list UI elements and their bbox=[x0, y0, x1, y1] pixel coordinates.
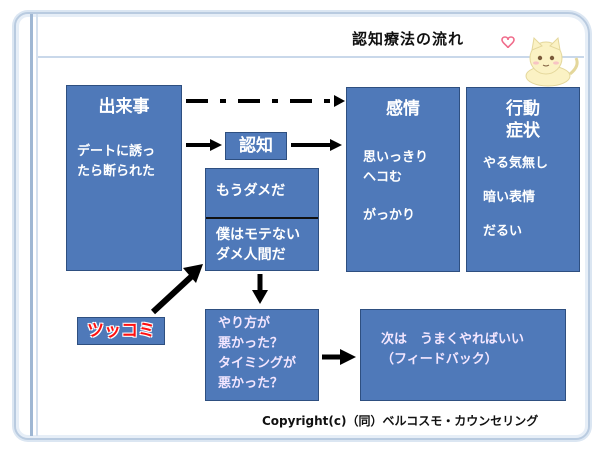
question-line-2: 悪かった？ bbox=[218, 336, 284, 351]
cognition-label: 認知 bbox=[239, 136, 273, 156]
cat-mascot-icon bbox=[501, 36, 579, 87]
heart-icon bbox=[501, 36, 515, 49]
sidebar-rule bbox=[30, 14, 33, 436]
header-rule bbox=[38, 56, 584, 58]
emotion-line-3: がっかり bbox=[363, 208, 416, 223]
feedback-line-1: 次は うまくやればいい bbox=[381, 332, 525, 347]
behavior-line-2: 暗い表情 bbox=[483, 190, 536, 205]
feedback-box: 次は うまくやればいい （フィードバック） bbox=[360, 309, 566, 401]
arrow-cognition-to-emotion-head bbox=[330, 139, 342, 151]
page-title: 認知療法の流れ bbox=[352, 30, 465, 48]
sidebar-rule-inner bbox=[36, 14, 38, 436]
behavior-line-1: やる気無し bbox=[483, 156, 549, 171]
arrow-question-to-feedback-head bbox=[340, 349, 356, 365]
event-line-1: デートに誘っ bbox=[77, 144, 156, 159]
copyright-text: Copyright(c)（同）ベルコスモ・カウンセリング bbox=[262, 414, 539, 428]
behavior-line-3: だるい bbox=[483, 224, 523, 239]
thought-divider bbox=[206, 217, 318, 219]
event-box: 出来事 デートに誘っ たら断られた bbox=[66, 85, 182, 271]
thought-bottom-line-2: ダメ人間だ bbox=[216, 247, 286, 263]
arrow-thought-to-question-head bbox=[252, 290, 268, 304]
emotion-line-2: ヘコむ bbox=[363, 170, 403, 185]
behavior-heading-1: 行動 bbox=[506, 99, 540, 119]
emotion-box: 感情 思いっきり ヘコむ がっかり bbox=[346, 87, 460, 272]
behavior-box: 行動 症状 やる気無し 暗い表情 だるい bbox=[466, 87, 580, 272]
question-line-1: やり方が bbox=[218, 316, 271, 331]
cognition-box: 認知 bbox=[225, 132, 287, 160]
arrow-tsukkomi-to-thought bbox=[150, 273, 195, 315]
question-line-4: 悪かった？ bbox=[218, 376, 284, 391]
question-line-3: タイミングが bbox=[218, 356, 297, 371]
behavior-heading-2: 症状 bbox=[506, 121, 540, 141]
question-box: やり方が 悪かった？ タイミングが 悪かった？ bbox=[205, 309, 319, 401]
thought-box: もうダメだ 僕はモテない ダメ人間だ bbox=[205, 168, 319, 271]
emotion-heading: 感情 bbox=[386, 99, 420, 119]
emotion-line-1: 思いっきり bbox=[363, 150, 429, 165]
feedback-line-2: （フィードバック） bbox=[381, 352, 498, 367]
event-heading: 出来事 bbox=[98, 97, 150, 117]
thought-bottom-line-1: 僕はモテない bbox=[216, 227, 300, 243]
arrow-event-to-cognition-head bbox=[210, 139, 222, 151]
arrow-event-to-emotion-head bbox=[334, 95, 345, 107]
event-line-2: たら断られた bbox=[77, 164, 156, 179]
thought-top-text: もうダメだ bbox=[216, 183, 286, 199]
arrow-tsukkomi-to-thought-head bbox=[183, 264, 203, 283]
tsukkomi-label: ツッコミ bbox=[77, 317, 165, 345]
